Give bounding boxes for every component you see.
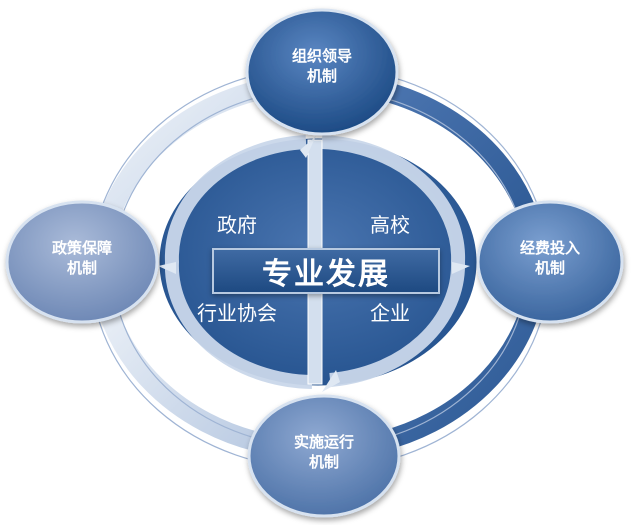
center-title-box: 专业发展 [212,248,440,294]
arrow-head-right [452,262,470,274]
arrow-head-left [158,262,176,274]
center-title: 专业发展 [262,257,390,292]
arrow-head-bottom [322,370,340,392]
inner-arrow-ring-left [164,135,313,389]
node-funding-circle [476,200,624,324]
arrow-head-top [300,136,316,158]
node-organization-circle [245,8,399,136]
node-implementation-circle [247,394,401,518]
node-policy-circle [5,200,159,324]
inner-arrow-ring-right [321,135,466,387]
